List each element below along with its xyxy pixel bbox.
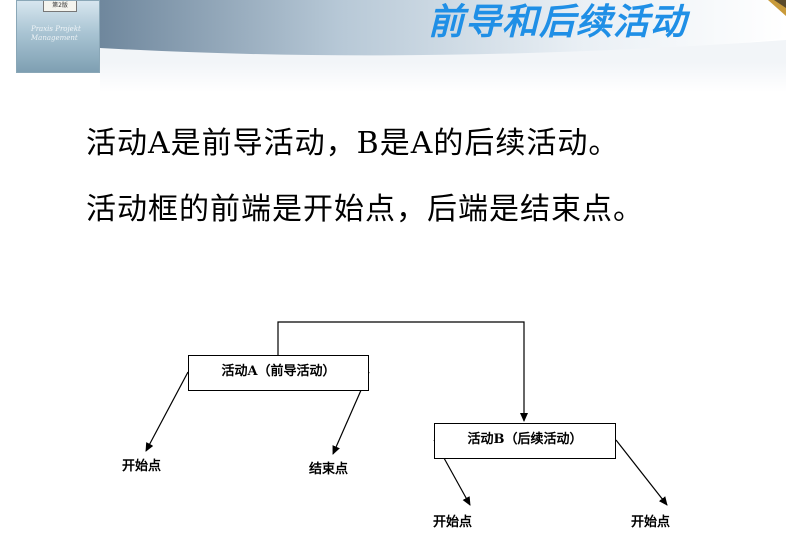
body-line-2: 活动框的前端是开始点，后端是结束点。 [86,192,644,227]
activity-a-box: 活动A（前导活动） [188,355,369,391]
activity-b-box: 活动B（后续活动） [434,423,616,459]
page-title: 前导和后续活动 [428,2,688,43]
activity-a-end-label: 结束点 [309,462,349,477]
activity-a-start-label: 开始点 [122,459,162,474]
header-band: 第2版 Praxis Projekt Management 前导和后续活动 [0,0,786,92]
header-swoosh [0,0,786,92]
activity-b-end-label: 开始点 [631,515,671,530]
book-cover-image: 第2版 Praxis Projekt Management [16,0,100,73]
body-line-1: 活动A是前导活动，B是A的后续活动。 [86,126,620,161]
b-end-arrow [615,439,668,506]
a-start-arrow [145,371,189,452]
a-to-b-connector [277,321,528,422]
activity-b-start-label: 开始点 [433,515,473,530]
book-script-text: Praxis Projekt Management [31,25,81,42]
book-edition-label: 第2版 [43,1,77,12]
corner-ribbon-icon [768,0,786,16]
